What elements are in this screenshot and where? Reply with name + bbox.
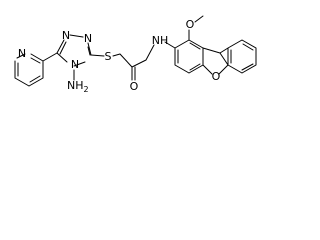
pyridine-triazole-bond	[42, 52, 58, 62]
amino-group-label: NH2	[67, 79, 89, 94]
triazole-sulfur-bond	[90, 54, 105, 57]
methoxy-bond	[188, 15, 204, 41]
chemical-structure-diagram: N N N N NH2 S O NH O O	[14, 15, 257, 94]
bonds	[14, 15, 257, 87]
triazole-n4-label: N	[71, 58, 79, 71]
sulfur-label: S	[105, 50, 112, 63]
atom-labels: N N N N NH2 S O NH O O	[18, 18, 221, 94]
pyridine-inner-bonds	[17, 57, 41, 83]
methoxy-oxygen-label: O	[186, 18, 195, 31]
carbonyl-oxygen-label: O	[130, 80, 139, 93]
pyridine-ring	[14, 53, 44, 87]
triazole-ring	[56, 34, 92, 67]
dibenzofuran-ring-c-inner	[230, 43, 254, 71]
amide-nh-label: NH	[152, 34, 169, 47]
furan-oxygen-label: O	[212, 70, 221, 83]
triazole-n2-label: N	[84, 32, 92, 45]
dibenzofuran-ring-a	[174, 39, 204, 74]
triazole-double-bonds	[59, 41, 91, 56]
triazole-n1-label: N	[62, 29, 70, 42]
dibenzofuran-ring-c	[219, 39, 257, 74]
pyridine-nitrogen-label: N	[18, 47, 26, 60]
furan-ring	[202, 47, 229, 75]
dibenzofuran-ring-a-inner	[177, 42, 201, 71]
thioether-chain	[112, 44, 155, 68]
amide-aryl-bond	[164, 41, 176, 49]
carbonyl-double-bond	[131, 66, 136, 81]
